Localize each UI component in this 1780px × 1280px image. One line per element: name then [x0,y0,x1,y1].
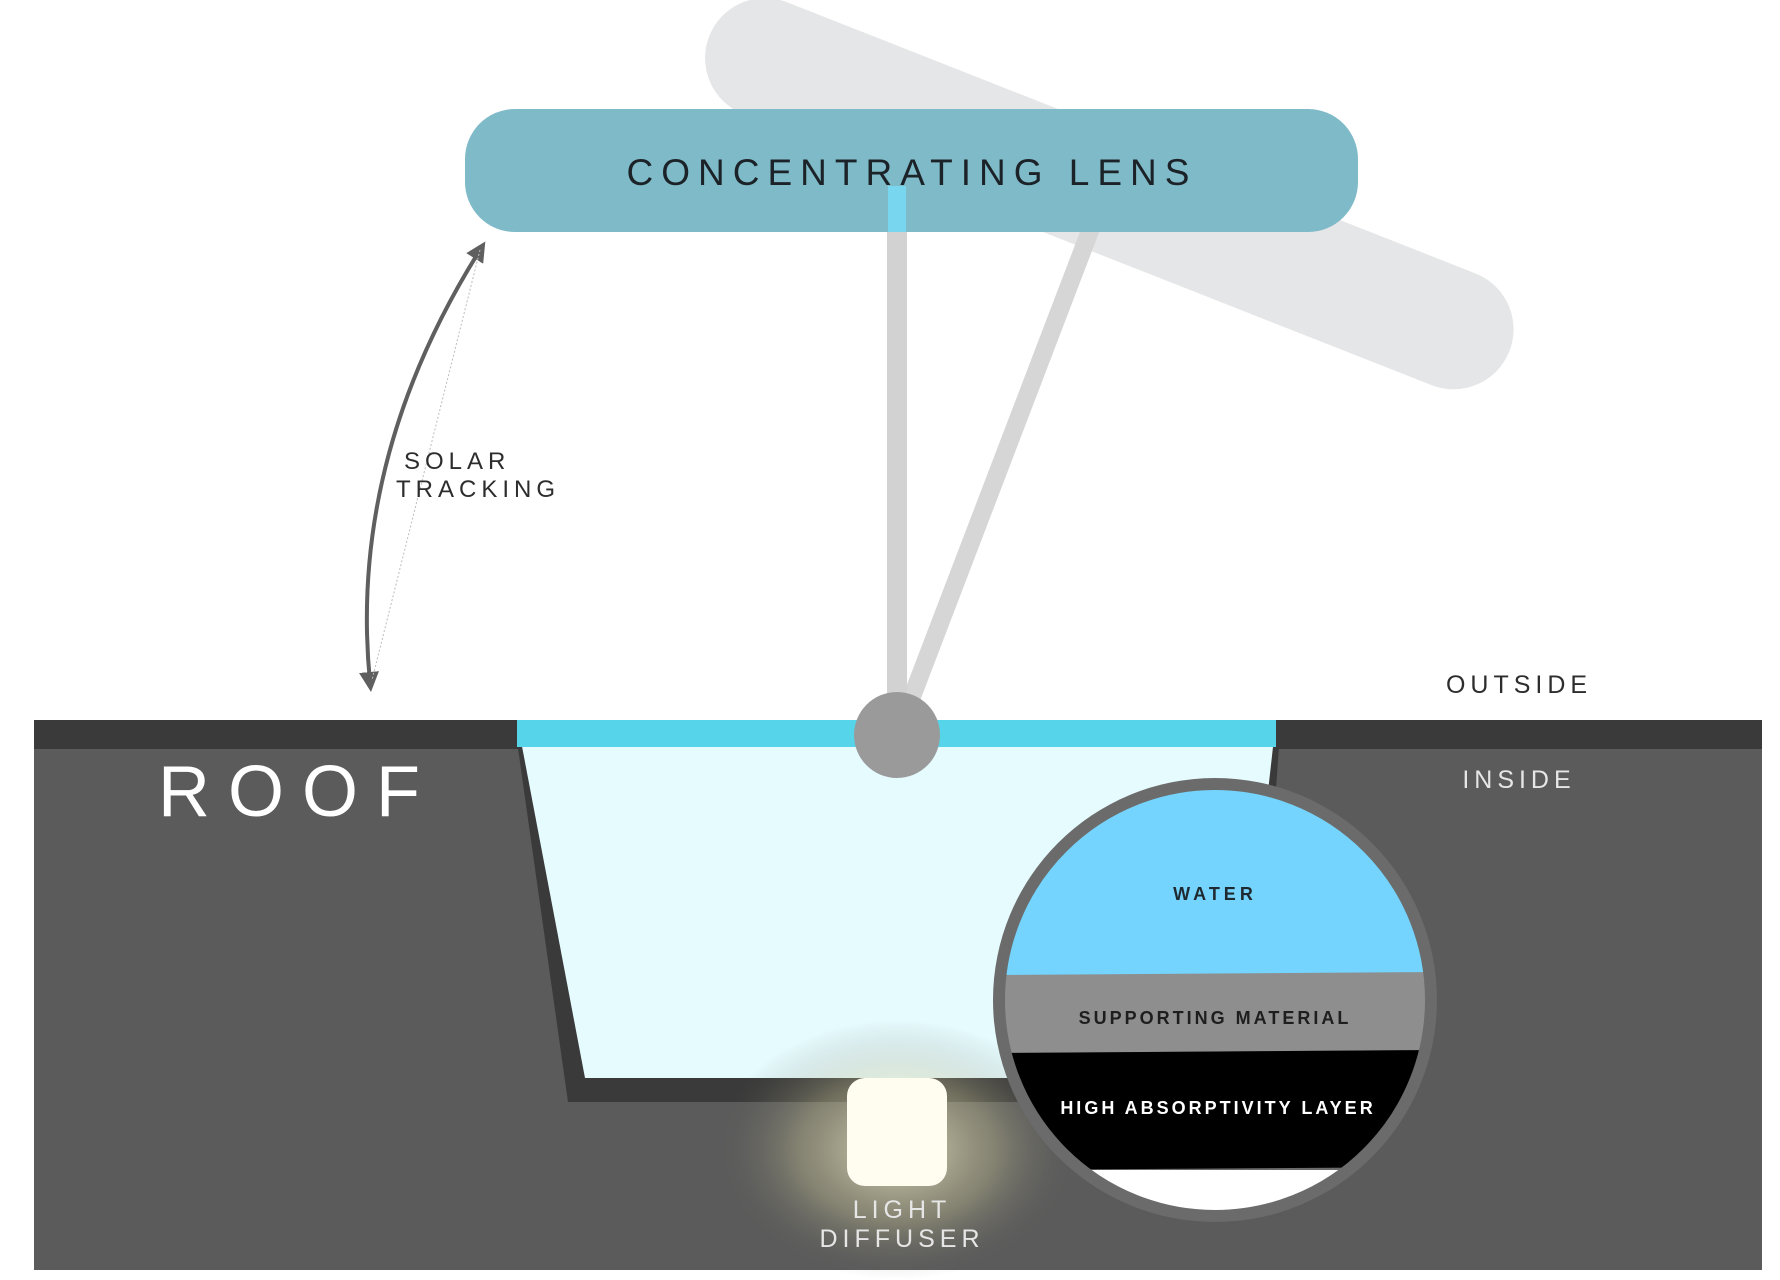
inside-label: INSIDE [1462,766,1575,794]
tilted-support-arm [891,201,1107,737]
supporting-material-label: SUPPORTING MATERIAL [1079,1008,1352,1028]
detail-supporting-layer [1003,972,1427,1053]
water-layer-label: WATER [1173,884,1257,904]
layer-detail-magnifier: WATER SUPPORTING MATERIAL HIGH ABSORPTIV… [993,778,1437,1222]
solar-tracking-arrow [359,241,486,692]
roof-label: ROOF [158,752,438,832]
pivot-joint [854,692,940,778]
detail-absorptive-layer [1003,1050,1427,1170]
outside-label: OUTSIDE [1446,671,1592,699]
lens-label: CONCENTRATING LENS [627,152,1198,193]
concentrating-lens [465,109,1358,232]
solar-tracking-chord [371,249,481,681]
high-absorptivity-layer-label: HIGH ABSORPTIVITY LAYER [1060,1098,1375,1118]
lens-focus-beam [888,186,906,232]
light-diffuser-label-line1: LIGHT [853,1196,952,1224]
light-diffuser [847,1078,947,1186]
light-diffuser-label-line2: DIFFUSER [820,1225,985,1253]
solar-tracking-label-line1: SOLAR [404,448,510,475]
solar-tracking-label-line2: TRACKING [396,476,560,503]
